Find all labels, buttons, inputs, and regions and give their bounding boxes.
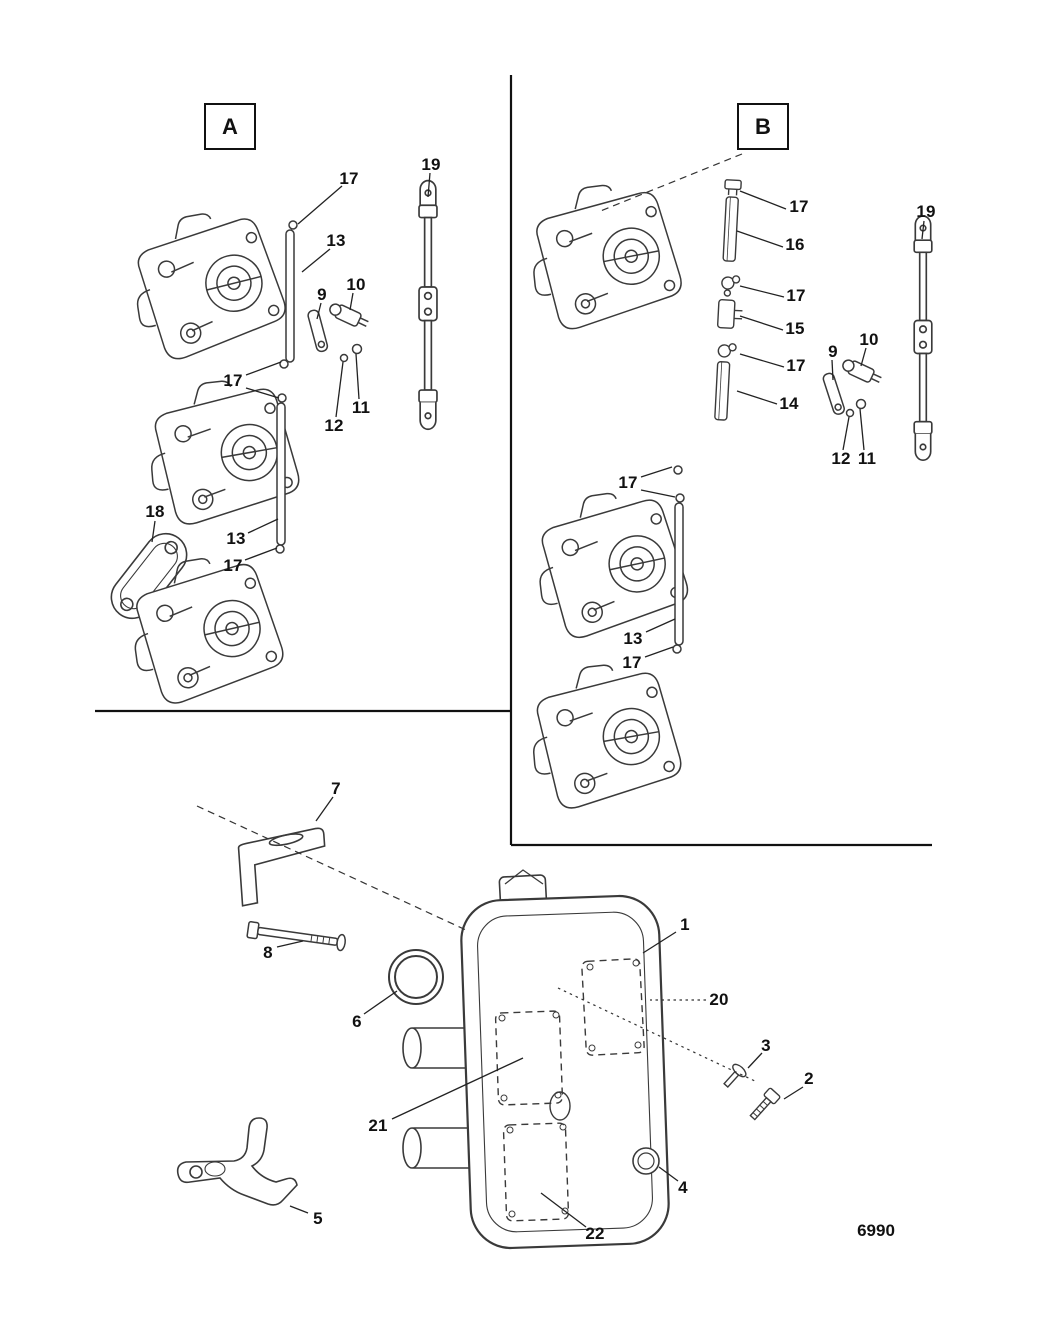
o-ring-6 [388,949,444,1005]
fuel-fitting-stack [714,179,743,421]
callout-label: 9 [828,342,838,361]
carburetor-illustration [117,198,293,367]
callout-label: 17 [223,556,243,575]
section-a-box: A [204,103,256,150]
carburetor-illustration [522,479,694,645]
callout-label: 19 [916,202,936,221]
leader-lines [151,172,925,1228]
callout-label: 2 [804,1069,814,1088]
callout-label: 17 [622,653,642,672]
callout-label: 14 [779,394,799,413]
callout-label: 9 [317,285,327,304]
manifold-bracket-top [237,827,326,907]
drag-link-illustration [913,215,933,462]
construction-lines [196,153,758,1083]
carburetors [116,172,694,814]
intake-manifold [402,869,670,1250]
callout-label: 17 [789,197,809,216]
callout-label: 10 [859,330,879,349]
section-b-label: B [755,113,771,139]
callout-label: 17 [786,286,806,305]
callout-label: 21 [368,1116,388,1135]
callout-label: 12 [324,416,344,435]
callout-label: 16 [785,235,805,254]
callout-label: 10 [346,275,366,294]
callout-label: 20 [709,990,729,1009]
callout-label: 11 [857,449,877,468]
callout-label: 17 [339,169,359,188]
carburetor-illustration [517,172,687,336]
drag-link-illustration [418,179,438,431]
carburetor-illustration [518,653,687,814]
throttle-link-rods [275,220,685,654]
callout-label: 11 [351,398,371,417]
section-divider-lines [95,75,932,847]
callout-label: 15 [785,319,805,338]
bolt-8 [246,921,346,952]
callout-label: 1 [680,915,690,934]
callout-label: 17 [223,371,243,390]
screw-3 [723,1063,747,1089]
callout-label: 13 [326,231,346,250]
callout-label: 13 [226,529,246,548]
bracket-5 [176,1117,298,1206]
callout-label: 12 [831,449,851,468]
callout-label: 4 [678,1178,688,1197]
callout-label: 7 [331,779,341,798]
callout-label: 18 [145,502,165,521]
figure-number: 6990 [857,1221,895,1240]
callout-label: 3 [761,1036,771,1055]
callout-label: 22 [585,1224,605,1243]
callout-label: 13 [623,629,643,648]
callout-label: 19 [421,155,441,174]
callout-label: 5 [313,1209,323,1228]
cam-follower-parts-b [821,356,884,418]
callout-label: 8 [263,943,273,962]
section-b-box: B [737,103,789,150]
cam-follower-parts-a [306,300,371,363]
section-a-label: A [222,113,238,139]
callout-label: 17 [786,356,806,375]
callout-label: 17 [618,473,638,492]
bolt-2 [749,1087,781,1121]
callout-label: 6 [352,1012,362,1031]
